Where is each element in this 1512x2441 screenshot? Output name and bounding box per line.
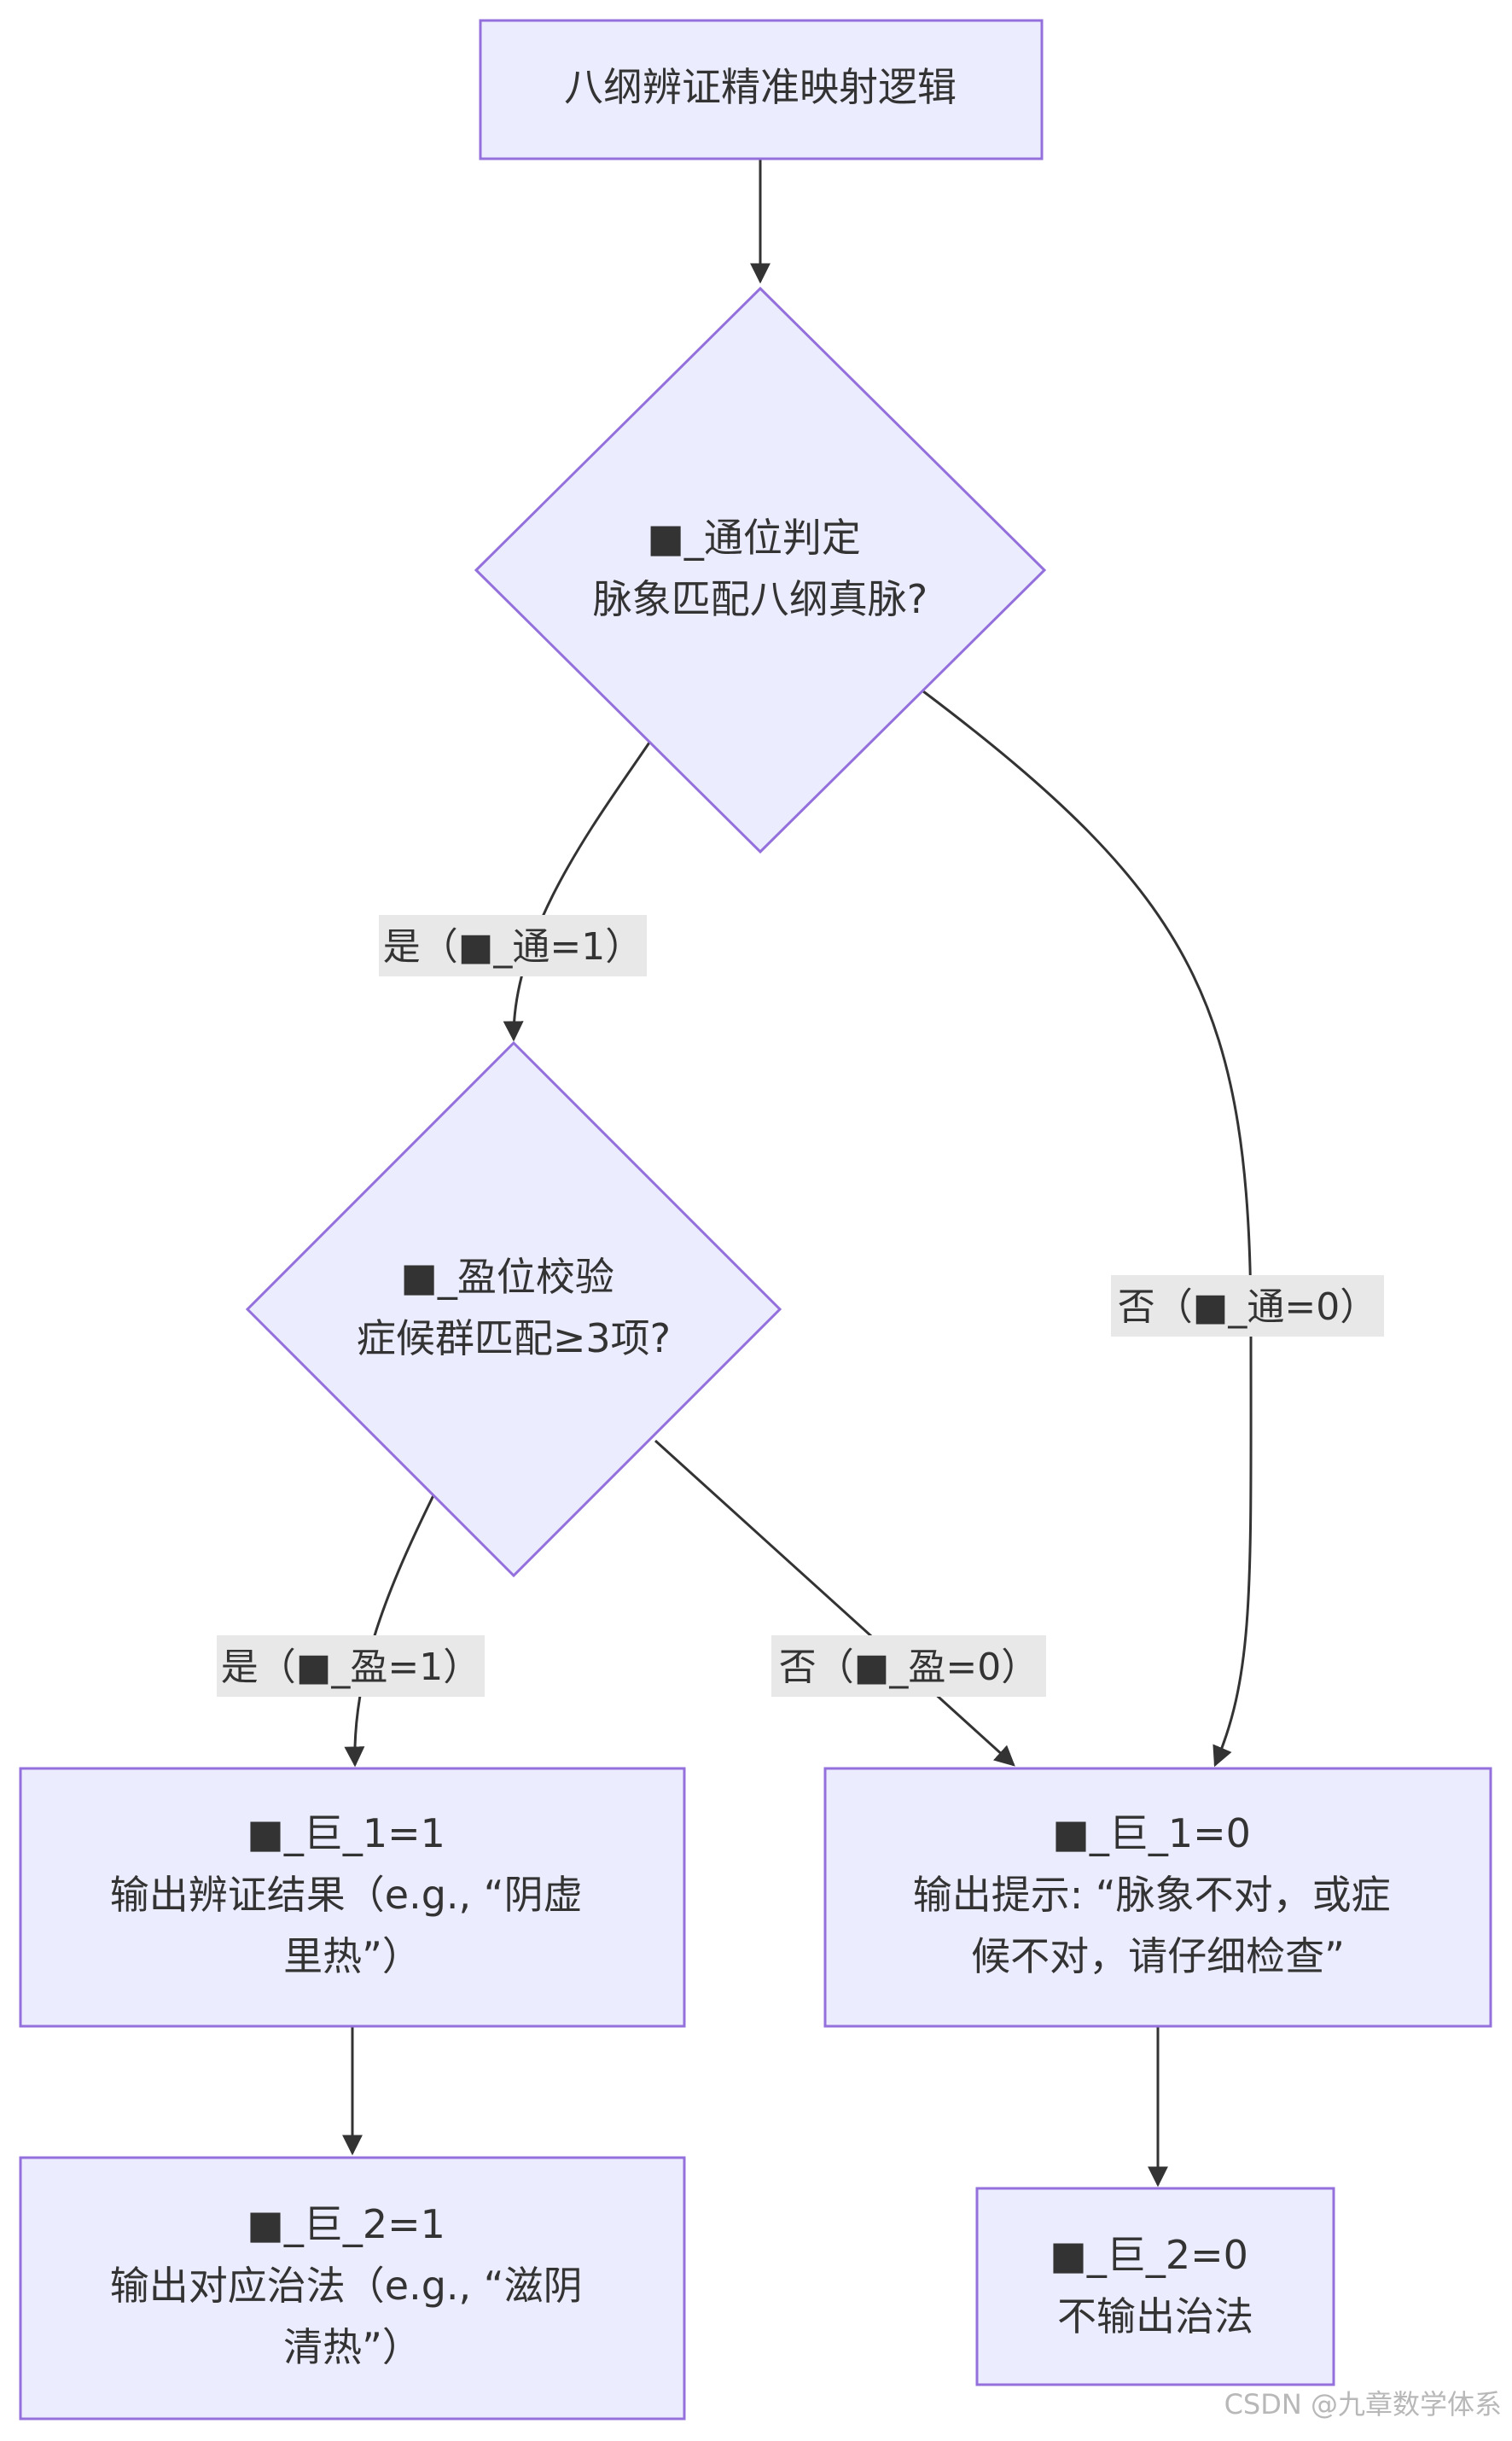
watermark: CSDN @九章数学体系 [1224,2388,1502,2421]
node-ju2-no-box [975,2187,1335,2386]
node-ju1-yes-line: 里热”） [283,1933,422,1979]
node-ju2-no-text: ■_巨_2=0 不输出治法 [1050,2232,1260,2339]
node-tong-line: ■_通位判定 [647,515,860,561]
node-ju1-yes-text: ■_巨_1=1 输出辨证结果（e.g., “阴虚 里热”） [110,1810,595,1979]
node-ju1-yes-line: 输出辨证结果（e.g., “阴虚 [110,1872,583,1918]
node-ju1-yes-line: ■_巨_1=1 [247,1810,445,1856]
node-ying-line: 症候群匹配≥3项? [357,1315,671,1361]
edge-label-tong-yes-bg [379,915,647,976]
edge-label-ying-no-bg [771,1635,1046,1697]
node-ju1-yes-box [19,1767,686,2028]
edge-ying-to-ju1-no [654,1439,1015,1767]
node-title-box [479,19,1044,160]
node-title-line: 八纲辨证精准映射逻辑 [564,64,957,110]
node-ju2-yes-line: 清热”） [283,2324,422,2370]
node-ju2-yes-line: ■_巨_2=1 [247,2201,445,2247]
node-ju2-no-line: ■_巨_2=0 [1050,2232,1248,2278]
node-ju1-no-line: 候不对，请仔细检查” [971,1933,1345,1979]
edge-label-ying-no: 否（■_盈=0） [779,1646,1038,1689]
node-ju2-yes-line: 输出对应治法（e.g., “滋阴 [110,2263,583,2309]
node-tong-diamond [474,286,1047,854]
node-ju1-no-line: ■_巨_1=0 [1052,1810,1251,1856]
node-ju2-yes-text: ■_巨_2=1 输出对应治法（e.g., “滋阴 清热”） [110,2201,595,2370]
node-ying-diamond [245,1040,782,1578]
edge-label-tong-no: 否（■_通=0） [1118,1285,1377,1329]
edge-label-tong-no-bg [1111,1275,1384,1337]
node-ying-line: ■_盈位校验 [400,1254,614,1300]
node-ju1-no-box [823,1767,1492,2028]
edge-ying-to-ju1-yes [344,1494,435,1768]
node-title-text: 八纲辨证精准映射逻辑 [564,64,957,110]
node-ju1-no-text: ■_巨_1=0 输出提示: “脉象不对，或症 候不对，请仔细检查” [913,1810,1404,1979]
edge-tong-to-ju1-no [922,690,1253,1768]
edge-label-ying-yes-bg [217,1635,485,1697]
node-ju1-no-line: 输出提示: “脉象不对，或症 [913,1872,1391,1918]
node-tong-text: ■_通位判定 脉象匹配八纲真脉? [593,515,928,622]
edge-tong-to-ying [503,742,651,1042]
node-tong-line: 脉象匹配八纲真脉? [593,576,928,622]
node-ying-text: ■_盈位校验 症候群匹配≥3项? [357,1254,671,1361]
node-ju2-yes-box [19,2156,686,2421]
edge-label-ying-yes: 是（■_盈=1） [221,1646,480,1689]
node-ju2-no-line: 不输出治法 [1057,2293,1253,2339]
edge-label-tong-yes: 是（■_通=1） [383,925,643,969]
